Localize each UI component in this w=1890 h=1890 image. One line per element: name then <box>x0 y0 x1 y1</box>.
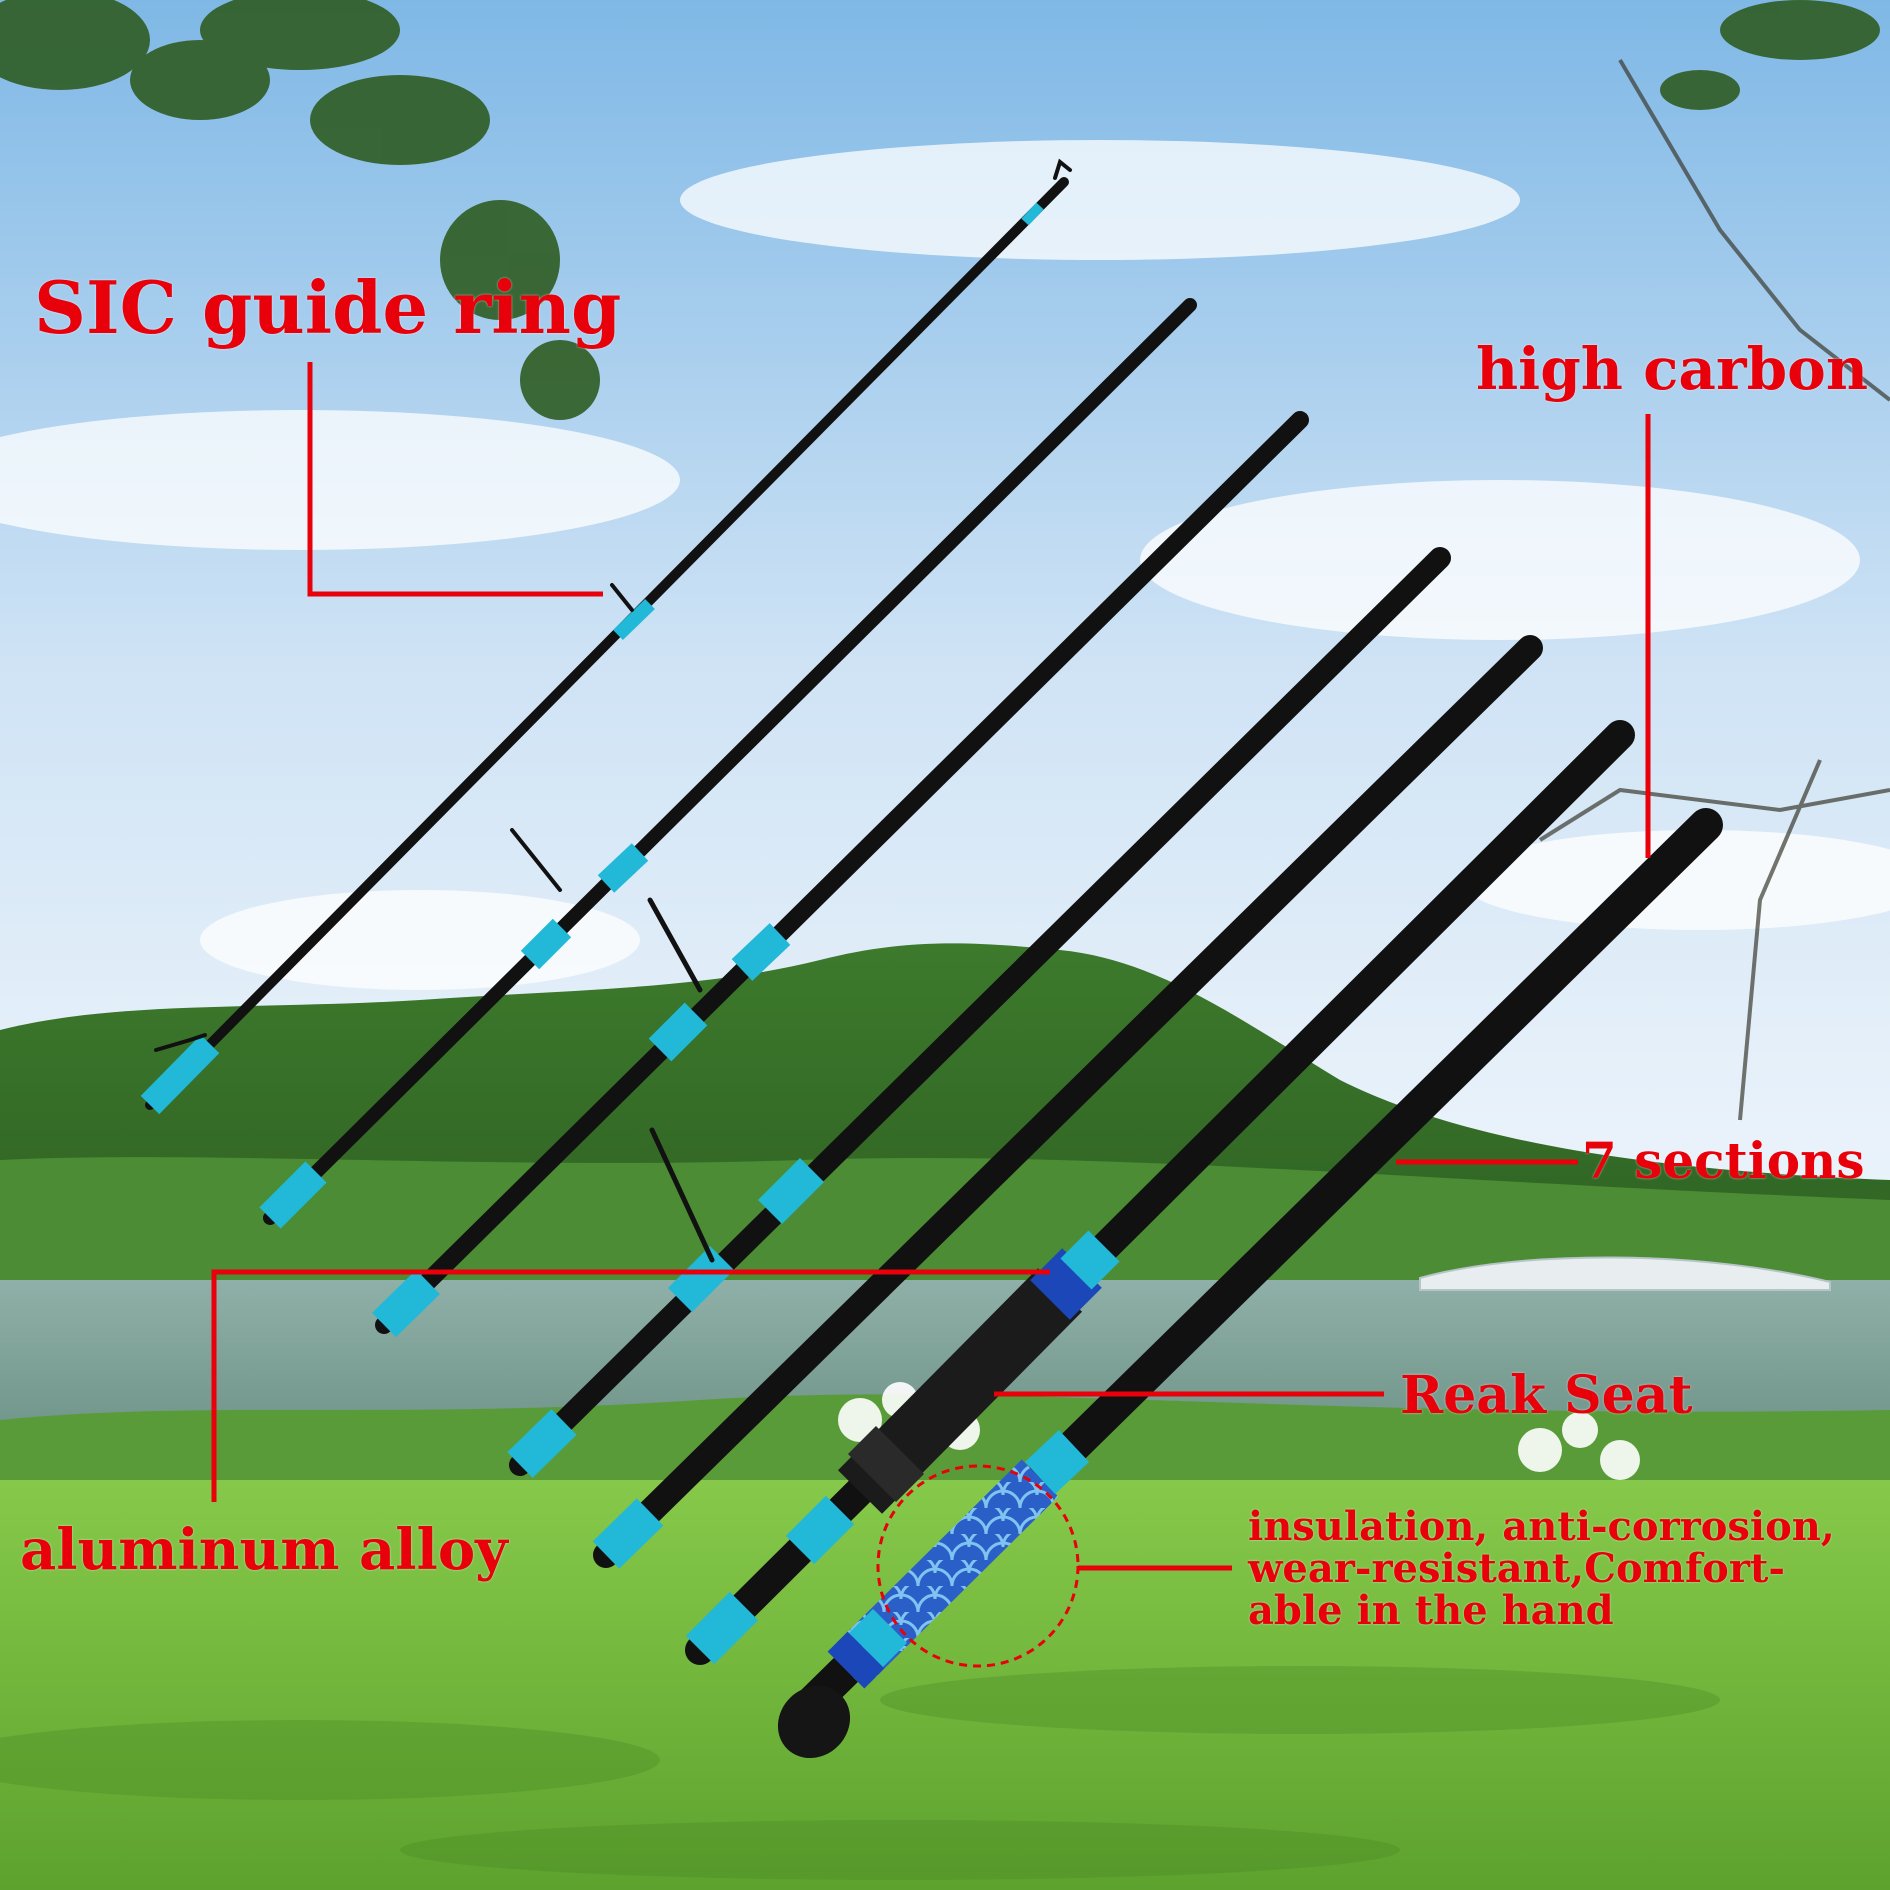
rod-sections <box>140 158 1723 1759</box>
grip-description: insulation, anti-corrosion, wear-resista… <box>1248 1506 1888 1632</box>
high-carbon-label: high carbon <box>1476 335 1868 403</box>
callout-aluminum <box>211 1269 1050 1502</box>
rod-section-7 <box>777 808 1723 1759</box>
rod-section-1 <box>140 158 1072 1115</box>
sections-label: 7 sections <box>1582 1131 1865 1190</box>
rod-section-2 <box>259 298 1197 1229</box>
reel-seat-label: Reak Seat <box>1400 1365 1693 1426</box>
grip-description-line: insulation, anti-corrosion, <box>1248 1503 1835 1550</box>
callout-lines <box>211 362 1651 1668</box>
rod-section-6 <box>685 720 1635 1665</box>
rod-section-5 <box>592 635 1543 1569</box>
rod-section-3 <box>372 411 1309 1338</box>
grip-description-line: able in the hand <box>1248 1587 1614 1634</box>
grip-description-line: wear-resistant,Comfort- <box>1248 1545 1785 1592</box>
grip-highlight-circle <box>876 1464 1080 1668</box>
aluminum-alloy-label: aluminum alloy <box>20 1517 508 1583</box>
rod-section-4 <box>507 547 1451 1478</box>
guide-ring-label: SIC guide ring <box>34 265 622 350</box>
callout-guide-ring <box>307 362 603 597</box>
